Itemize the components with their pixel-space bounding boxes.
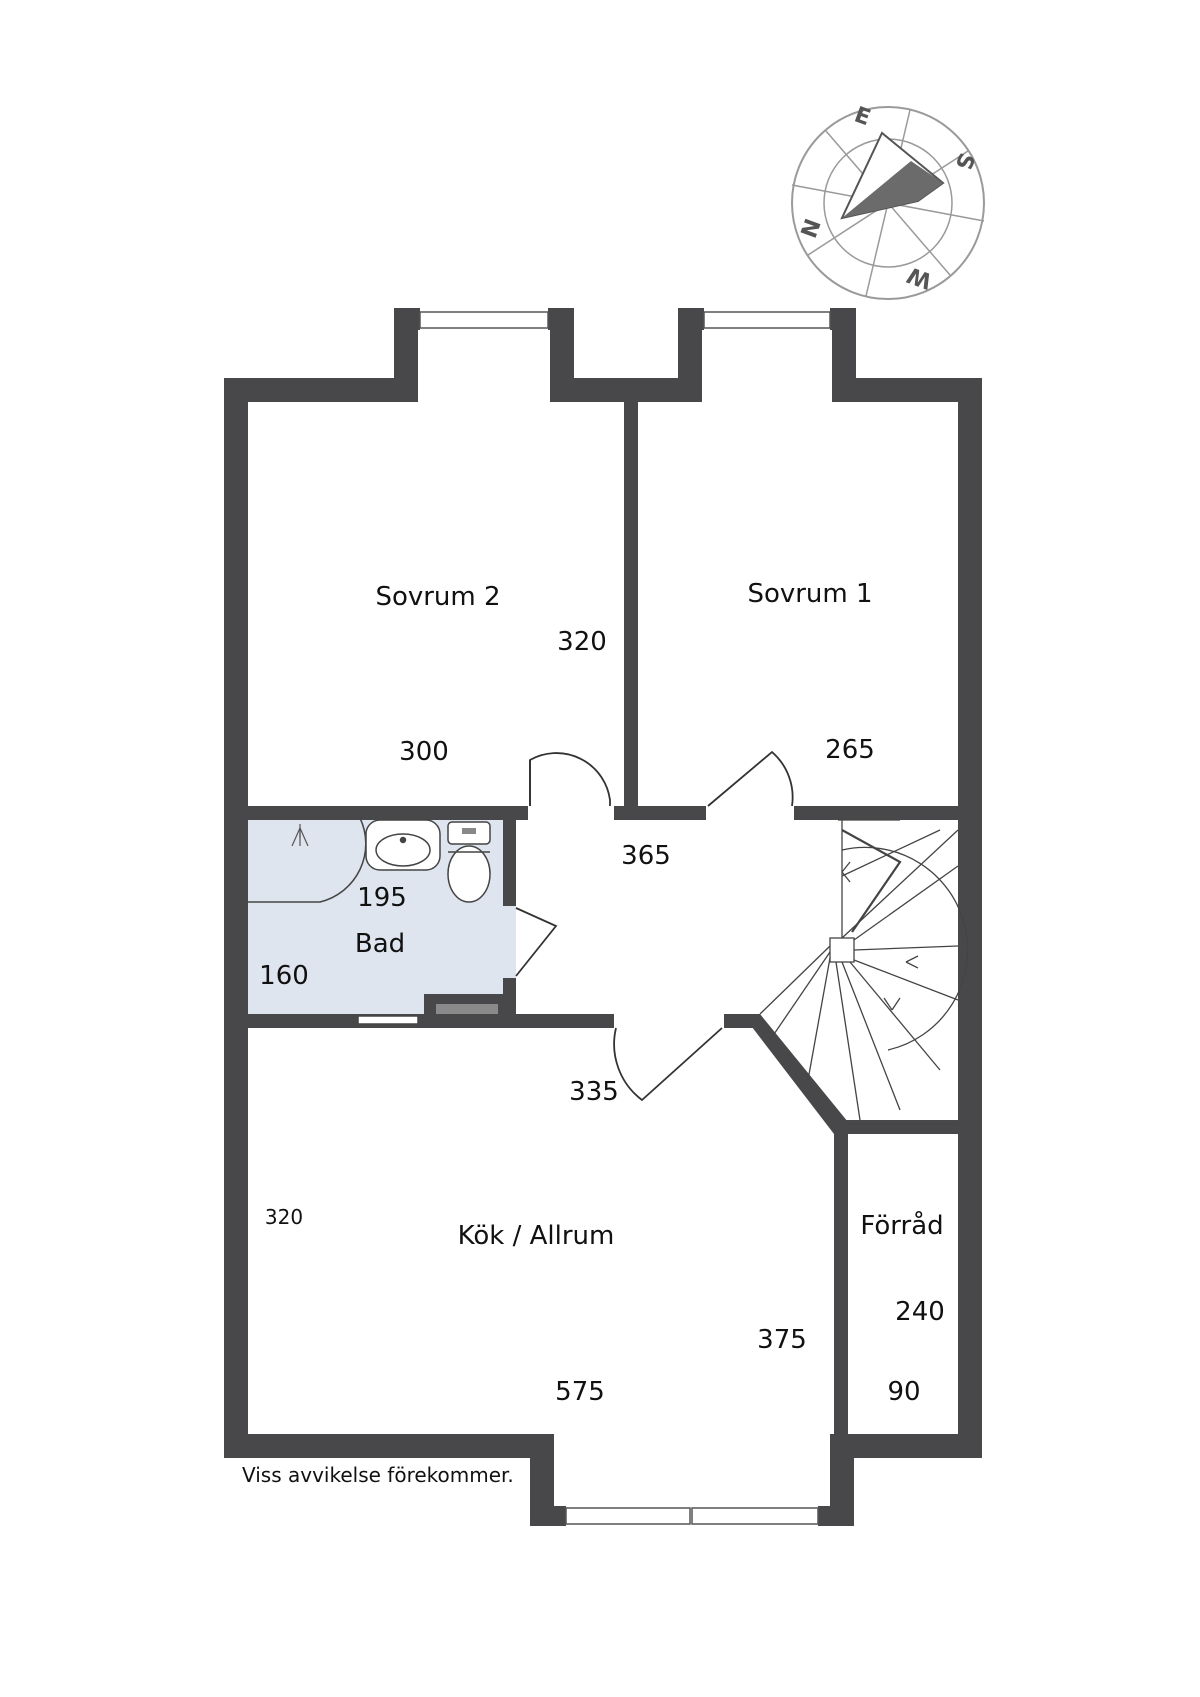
staircase [759, 819, 969, 1125]
toilet-bowl [447, 845, 491, 903]
room-dim-forrad-b: 90 [887, 1377, 920, 1407]
compass-letter-s: S [950, 149, 979, 172]
room-name-bad: Bad [355, 929, 405, 959]
room-dim-sovrum1-a: 265 [825, 735, 875, 765]
room-dim-sovrum2-b: 300 [399, 737, 449, 767]
compass-rose-icon: N E S W [791, 103, 985, 300]
window-sovrum1 [703, 311, 831, 329]
window-kok-left [565, 1507, 691, 1525]
door-kok[interactable] [613, 1027, 723, 1102]
windows [419, 311, 831, 1525]
window-kok-right [691, 1507, 819, 1525]
room-labels: Sovrum 2 320 300 Sovrum 1 265 365 335 19… [242, 579, 945, 1487]
bathroom-fixtures [248, 817, 491, 1025]
room-dim-kok-c: 575 [555, 1377, 605, 1407]
shower-screen [248, 817, 367, 903]
room-name-sovrum2: Sovrum 2 [375, 582, 500, 612]
compass-letter-n: N [797, 216, 827, 242]
room-dim-hall-b: 335 [569, 1077, 619, 1107]
compass-letter-e: E [851, 103, 874, 132]
room-dim-kok-b: 375 [757, 1325, 807, 1355]
room-dim-forrad-a: 240 [895, 1297, 945, 1327]
room-dim-kok-a: 320 [265, 1205, 303, 1229]
window-sovrum2 [419, 311, 549, 329]
door-sovrum1[interactable] [707, 750, 794, 807]
room-name-sovrum1: Sovrum 1 [747, 579, 872, 609]
room-dim-bad-b: 160 [259, 961, 309, 991]
room-name-forrad: Förråd [860, 1210, 943, 1241]
room-dim-bad-a: 195 [357, 883, 407, 913]
doors [515, 750, 794, 1102]
room-dim-hall-a: 365 [621, 841, 671, 871]
interior-walls [248, 402, 958, 1434]
door-bad[interactable] [515, 907, 558, 977]
door-sovrum2[interactable] [529, 752, 611, 806]
shower-icon [291, 824, 309, 847]
towel-rail [357, 1015, 419, 1025]
room-dim-sovrum2-a: 320 [557, 627, 607, 657]
room-name-kok: Kök / Allrum [458, 1221, 615, 1251]
disclaimer-note: Viss avvikelse förekommer. [242, 1463, 514, 1487]
